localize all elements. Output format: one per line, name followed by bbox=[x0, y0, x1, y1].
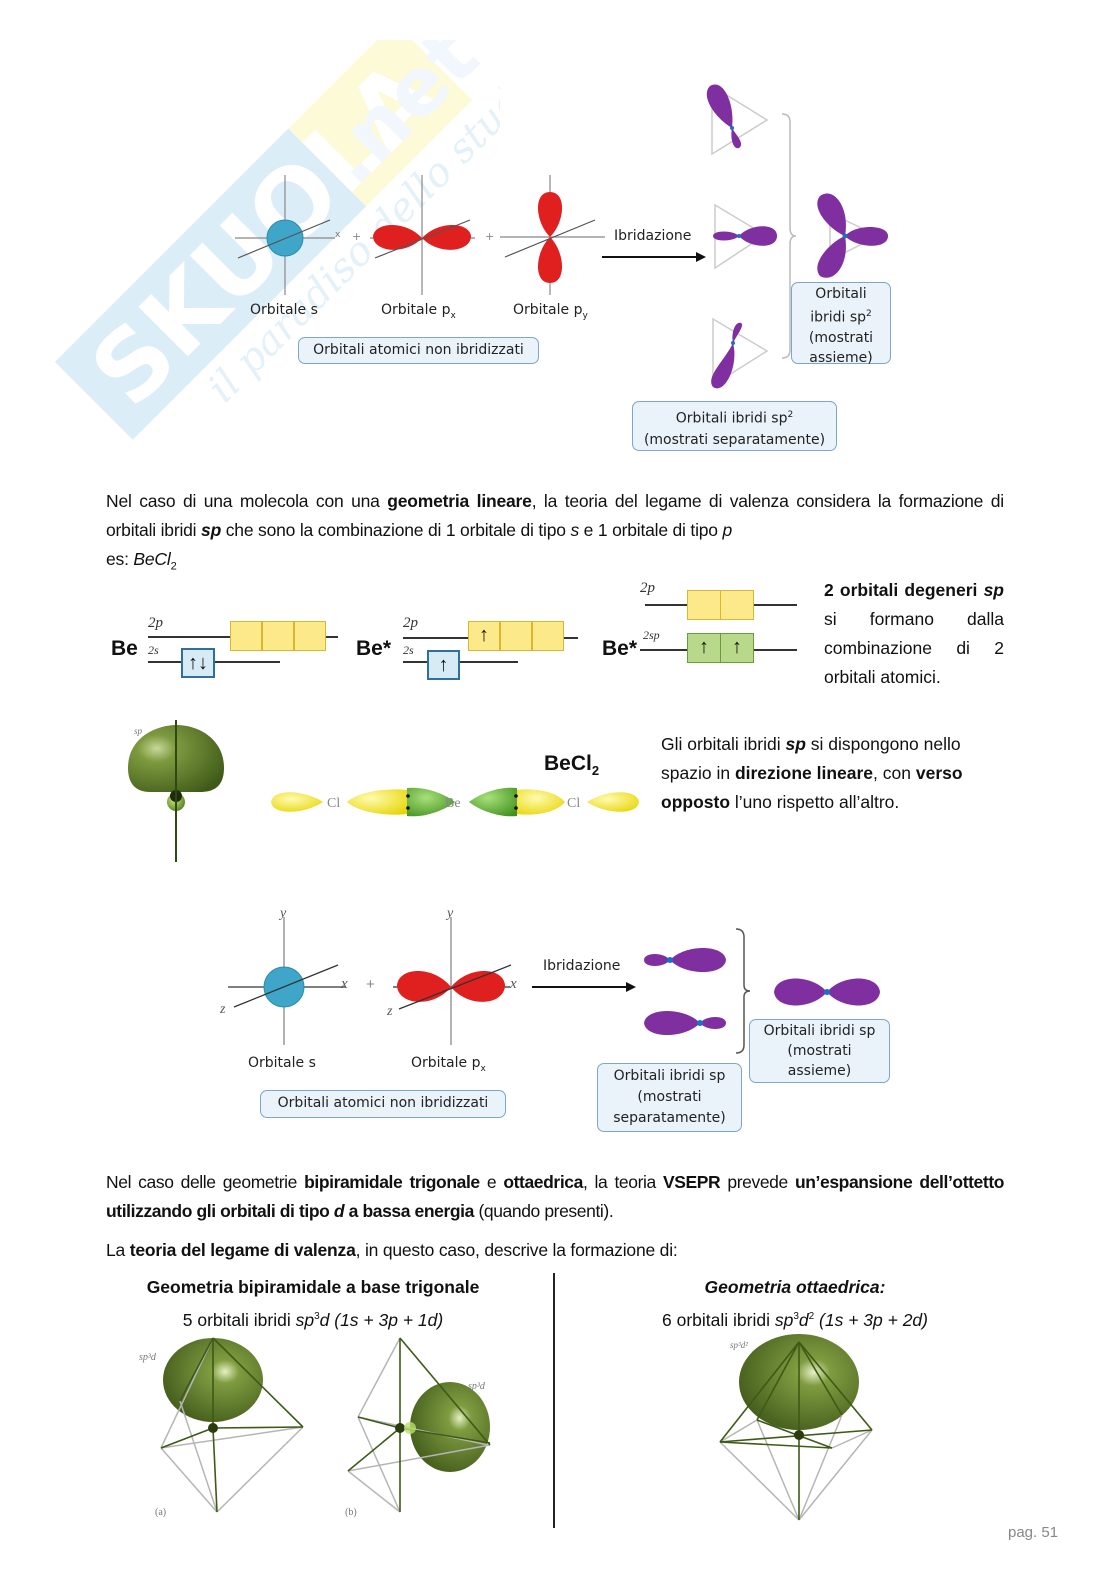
py-lobe-bottom bbox=[537, 237, 563, 283]
px-lobe-right bbox=[422, 225, 471, 250]
sp3d2-label: sp³d² bbox=[730, 1340, 748, 1350]
be-star-2p-cell: ↑ bbox=[468, 621, 500, 651]
sp-label: sp bbox=[134, 726, 143, 736]
hybrid-2sp-cell: ↑ bbox=[720, 633, 754, 663]
sp2-separate-box: Orbitali ibridi sp2 (mostrati separatame… bbox=[632, 401, 837, 451]
column-divider bbox=[553, 1273, 555, 1528]
octahedral-diagram: sp³d² bbox=[719, 1334, 873, 1521]
level-2s-label: 2s bbox=[148, 643, 159, 657]
hybrid-2sp-cell: ↑ bbox=[687, 633, 721, 663]
be-label: Be bbox=[111, 637, 138, 660]
sp-together-box: Orbitali ibridi sp (mostrati assieme) bbox=[749, 1019, 890, 1083]
atom-cl-right: Cl bbox=[567, 796, 580, 811]
axis-z-label: z bbox=[386, 1004, 393, 1019]
be-star-2p-cell bbox=[500, 621, 532, 651]
level-2p-label: 2p bbox=[640, 580, 655, 596]
sp2-hybrid-orbital-3 bbox=[711, 317, 769, 389]
sp-hybrid-orbital-1 bbox=[644, 948, 726, 972]
level-2p-label: 2p bbox=[403, 615, 418, 631]
sp3d-label: sp³d bbox=[468, 1381, 486, 1392]
page-number: pag. 51 bbox=[1008, 1524, 1059, 1541]
sp2-hybrid-orbital-1 bbox=[706, 84, 769, 156]
degenerate-orbitals-text: 2 orbitali degeneri sp si formano dalla … bbox=[824, 580, 1004, 687]
orbital-s-label: Orbitale s bbox=[248, 1055, 316, 1071]
be-2p-cell bbox=[294, 621, 326, 651]
orbital-px-diagram-2: y z bbox=[386, 906, 512, 1045]
hybridization-arrow-icon bbox=[532, 982, 636, 992]
be-2p-cell bbox=[262, 621, 294, 651]
orbital-px-diagram bbox=[370, 175, 475, 295]
axis-y-label: y bbox=[278, 906, 287, 921]
sp2-hybrid-orbital-2 bbox=[713, 203, 777, 270]
hybrid-2p-cell bbox=[720, 590, 754, 620]
octahedral-heading: Geometria ottaedrica: 6 orbitali ibridi … bbox=[662, 1277, 928, 1330]
hybridization-arrow-icon bbox=[602, 252, 706, 262]
becl2-formula: BeCl2 bbox=[544, 752, 600, 779]
bracket bbox=[781, 113, 797, 359]
plus-sign: + bbox=[366, 976, 375, 993]
paragraph-octet-expansion: Nel caso delle geometrie bipiramidale tr… bbox=[106, 1172, 1005, 1221]
orbital-s-label: Orbitale s bbox=[250, 302, 318, 318]
bracket bbox=[735, 928, 751, 1054]
be-star-hybrid-label: Be* bbox=[602, 637, 638, 660]
trigonal-bipyramidal-diagram-b: sp³d (b) bbox=[345, 1337, 491, 1518]
atomic-orbitals-box: Orbitali atomici non ibridizzati bbox=[298, 337, 539, 364]
py-lobe-top bbox=[537, 192, 563, 237]
sp3d-label: sp³d bbox=[139, 1352, 157, 1363]
atom-cl-left: Cl bbox=[327, 796, 340, 811]
panel-a-label: (a) bbox=[155, 1507, 166, 1518]
be-star-2p-cell bbox=[532, 621, 564, 651]
orbital-py-diagram bbox=[500, 175, 605, 295]
orbital-px-label: Orbitale px bbox=[381, 302, 456, 321]
sp-separate-box: Orbitali ibridi sp (mostrati separatamen… bbox=[597, 1063, 742, 1132]
be-2s-cell: ↑↓ bbox=[181, 648, 215, 678]
be-star-2s-cell: ↑ bbox=[427, 650, 460, 680]
sp2-orbitals-combined bbox=[817, 193, 888, 278]
axis-z-label: z bbox=[219, 1002, 226, 1017]
level-2sp-label: 2sp bbox=[643, 628, 660, 642]
sp2-together-box: Orbitali ibridi sp2 (mostrati assieme) bbox=[791, 282, 891, 366]
orbital-s-diagram-2: y z bbox=[219, 906, 345, 1045]
becl2-molecule-diagram: Cl Be Cl bbox=[271, 787, 639, 817]
paragraph-valence-bond: La teoria del legame di valenza, in ques… bbox=[106, 1240, 678, 1260]
plus-sign: + bbox=[352, 230, 362, 243]
paragraph-sp-direction: Gli orbitali ibridi sp si dispongono nel… bbox=[661, 734, 963, 812]
sp-hybrid-orbital-2 bbox=[644, 1011, 726, 1035]
level-2p-label: 2p bbox=[148, 615, 163, 631]
axis-y-label: y bbox=[445, 906, 454, 921]
sp-orbitals-combined bbox=[774, 978, 880, 1006]
atom-be: Be bbox=[445, 796, 461, 811]
bipyramidal-heading: Geometria bipiramidale a base trigonale … bbox=[146, 1277, 480, 1330]
trigonal-bipyramidal-diagram-a: sp³d (a) bbox=[139, 1337, 304, 1518]
be-star-label: Be* bbox=[356, 637, 392, 660]
axis-x-label: x bbox=[335, 230, 341, 240]
sp-orbital-3d-diagram: sp bbox=[128, 720, 224, 862]
hybrid-2p-cell bbox=[687, 590, 721, 620]
orbital-py-label: Orbitale py bbox=[513, 302, 588, 321]
hybridization-label: Ibridazione bbox=[543, 958, 621, 974]
atomic-orbitals-box-2: Orbitali atomici non ibridizzati bbox=[260, 1090, 506, 1118]
panel-b-label: (b) bbox=[345, 1507, 357, 1518]
axis-x-label: x bbox=[510, 976, 517, 992]
level-2s-label: 2s bbox=[403, 643, 414, 657]
orbital-s-diagram bbox=[235, 175, 335, 295]
px-lobe-left bbox=[373, 225, 422, 250]
orbital-px-label: Orbitale px bbox=[411, 1055, 486, 1074]
paragraph-linear-geometry: Nel caso di una molecola con una geometr… bbox=[106, 491, 1004, 573]
hybridization-label: Ibridazione bbox=[614, 228, 692, 244]
be-2p-cell bbox=[230, 621, 262, 651]
plus-sign: + bbox=[485, 230, 495, 243]
axis-x-label: x bbox=[341, 976, 348, 992]
